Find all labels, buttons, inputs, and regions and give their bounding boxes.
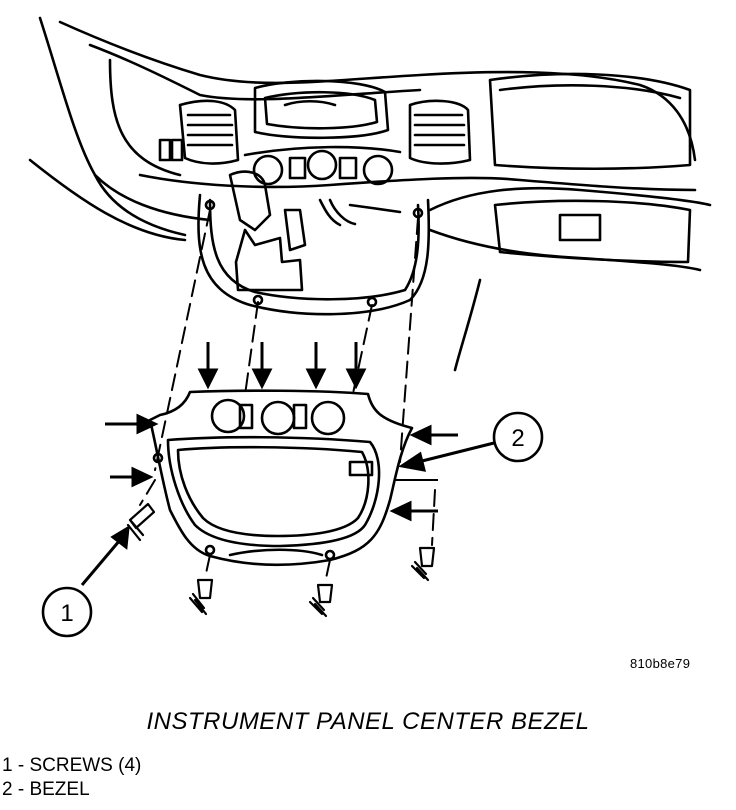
right-vent — [408, 99, 472, 165]
bezel — [148, 389, 414, 567]
hvac-controls — [243, 145, 402, 186]
instrument-panel — [28, 16, 712, 372]
svg-text:1: 1 — [60, 600, 73, 627]
bezel-diagram: 1 2 — [28, 16, 712, 638]
legend-item-screws: 1 - SCREWS (4) — [2, 755, 142, 776]
figure-title: INSTRUMENT PANEL CENTER BEZEL — [146, 708, 590, 735]
screw-bottom-left — [188, 578, 214, 616]
arrow-down-4 — [345, 342, 367, 390]
arrow-left-2 — [389, 500, 438, 522]
arrows — [80, 342, 499, 586]
arrow-down-3 — [305, 342, 327, 390]
screw-left — [126, 502, 156, 542]
arrow-right-2 — [110, 466, 154, 488]
arrow-left-1 — [409, 424, 458, 446]
callout-1-leader — [80, 525, 130, 586]
arrow-right-1 — [105, 413, 159, 435]
screw-right — [410, 546, 436, 582]
arrow-down-1 — [197, 342, 219, 390]
callout-2-leader — [398, 440, 499, 472]
left-vent — [178, 99, 240, 165]
legend-item-bezel: 2 - BEZEL — [2, 779, 90, 800]
legend: 1 - SCREWS (4) 2 - BEZEL — [2, 754, 141, 802]
figure-code: 810b8e79 — [630, 656, 691, 671]
screws — [126, 502, 436, 618]
alignment-lines — [139, 209, 436, 584]
screw-bottom-center — [308, 583, 334, 618]
svg-text:2: 2 — [511, 425, 524, 452]
callout-2: 2 — [492, 411, 544, 463]
callout-1: 1 — [41, 586, 93, 638]
arrow-down-2 — [251, 342, 273, 390]
